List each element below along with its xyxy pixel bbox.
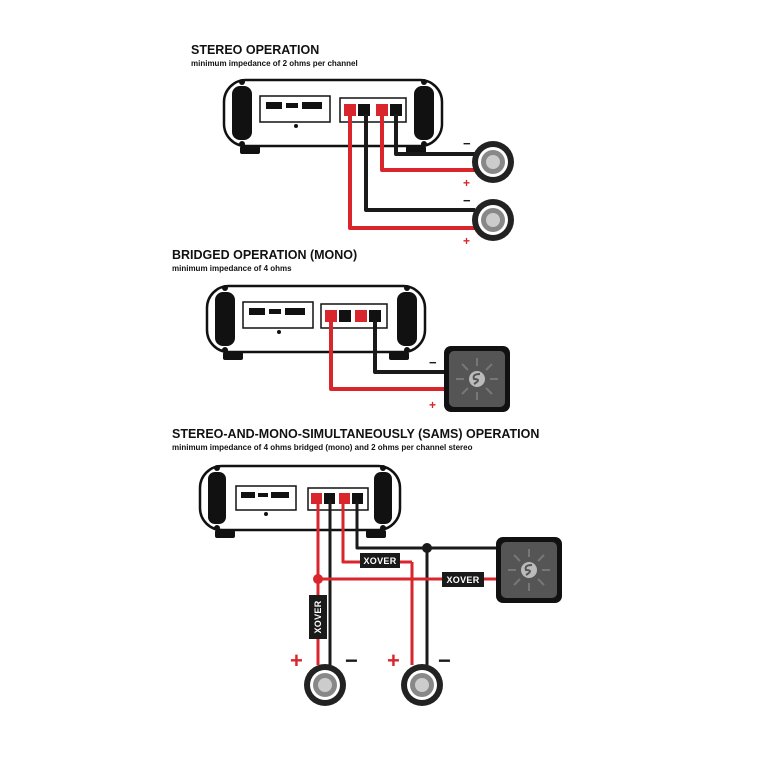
xover-label-2: XOVER [446, 575, 479, 585]
xover-label-1: XOVER [363, 556, 396, 566]
sams-title: STEREO-AND-MONO-SIMULTANEOUSLY (SAMS) OP… [172, 427, 539, 441]
bridged-subtitle: minimum impedance of 4 ohms [172, 264, 292, 273]
xover-label-3: XOVER [313, 600, 323, 633]
amplifier-stereo [222, 78, 444, 154]
sams-right-minus: − [438, 648, 451, 673]
sams-left-minus: − [345, 648, 358, 673]
xover-box-horizontal-1: XOVER [360, 553, 400, 568]
stereo-subtitle: minimum impedance of 2 ohms per channel [191, 59, 358, 68]
negative-junction-dot [422, 543, 432, 553]
sams-section: STEREO-AND-MONO-SIMULTANEOUSLY (SAMS) OP… [172, 427, 562, 706]
amplifier-bridged [205, 284, 427, 360]
sams-subtitle: minimum impedance of 4 ohms bridged (mon… [172, 443, 473, 452]
sams-left-plus: + [290, 648, 303, 673]
stereo-speaker1-plus: + [463, 176, 470, 190]
stereo-title: STEREO OPERATION [191, 43, 319, 57]
stereo-speaker1-minus: − [463, 136, 471, 151]
speaker-sams-left [304, 664, 346, 706]
stereo-speaker2-minus: − [463, 193, 471, 208]
speaker-stereo-2 [472, 199, 514, 241]
xover-box-vertical: XOVER [309, 595, 327, 639]
stereo-speaker2-plus: + [463, 234, 470, 248]
subwoofer-sams [496, 537, 562, 603]
positive-junction-dot [313, 574, 323, 584]
bridged-title: BRIDGED OPERATION (MONO) [172, 248, 357, 262]
amplifier-sams [198, 464, 402, 538]
bridged-plus: + [429, 398, 436, 412]
subwoofer-bridged [444, 346, 510, 412]
stereo-wires [348, 114, 475, 230]
speaker-sams-right [401, 664, 443, 706]
speaker-stereo-1 [472, 141, 514, 183]
bridged-section: BRIDGED OPERATION (MONO) minimum impedan… [172, 248, 510, 412]
xover-box-horizontal-2: XOVER [442, 572, 484, 587]
bridged-wires [329, 320, 446, 391]
bridged-minus: − [429, 355, 437, 370]
stereo-section: STEREO OPERATION minimum impedance of 2 … [191, 43, 514, 248]
sams-right-plus: + [387, 648, 400, 673]
